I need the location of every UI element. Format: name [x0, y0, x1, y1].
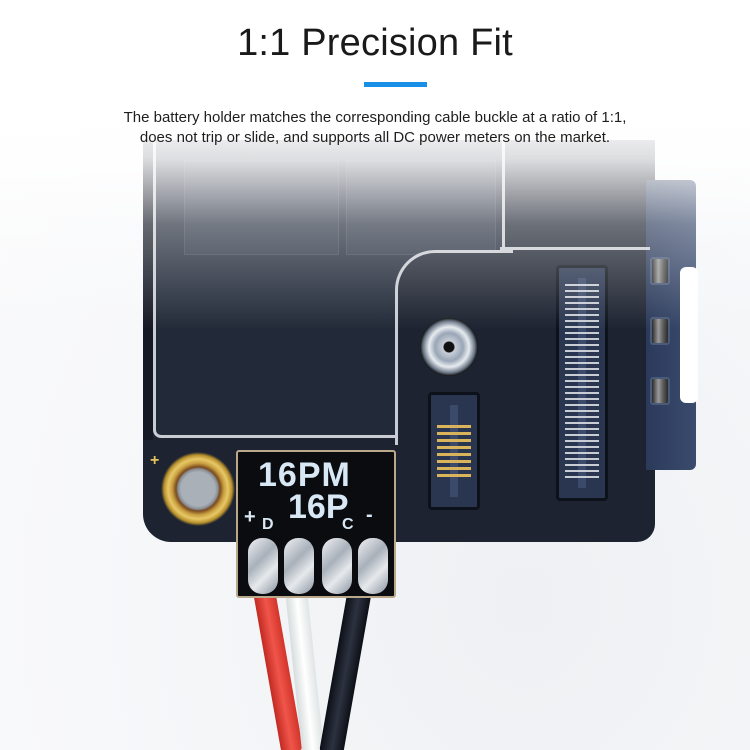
title-underline — [364, 82, 427, 87]
solder-pad — [248, 538, 278, 594]
mounting-hole-icon — [160, 451, 236, 527]
c-pin-mark: C — [342, 516, 354, 533]
battery-adapter-board: 16PM 16P + D C - — [236, 450, 396, 598]
black-wire — [318, 575, 374, 750]
plus-pin-mark: + — [244, 506, 256, 528]
description-line-2: does not trip or slide, and supports all… — [139, 129, 611, 146]
description: The battery holder matches the correspon… — [0, 108, 750, 148]
description-line-1: The battery holder matches the correspon… — [123, 109, 627, 126]
adapter-model-label: 16PM — [258, 456, 351, 494]
solder-pad — [284, 538, 314, 594]
solder-pad — [358, 538, 388, 594]
d-pin-mark: D — [262, 516, 274, 533]
page-title: 1:1 Precision Fit — [237, 22, 513, 64]
solder-pad — [322, 538, 352, 594]
connector-pins — [437, 425, 471, 477]
board-plus-mark: + — [150, 452, 160, 469]
bracket-pin-icon — [650, 377, 670, 405]
adapter-pin-label: 16P — [288, 488, 349, 526]
top-fade-overlay — [0, 0, 750, 330]
minus-pin-mark: - — [366, 504, 373, 526]
battery-connector-small — [428, 392, 480, 510]
